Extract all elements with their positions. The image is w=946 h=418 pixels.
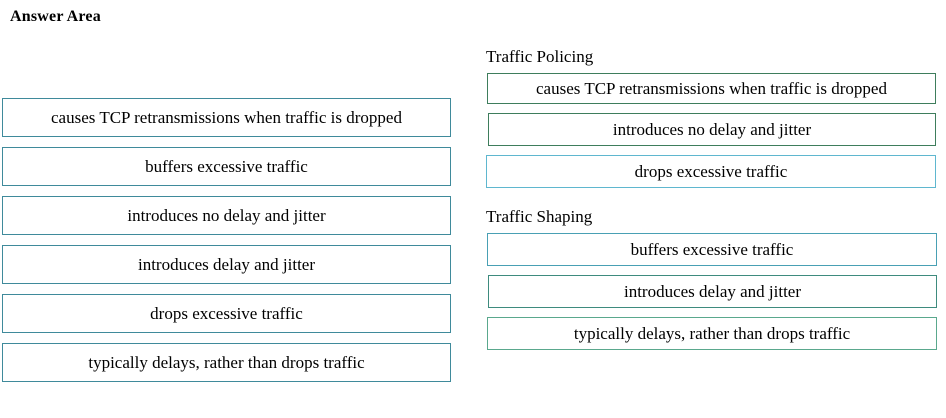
dropped-item-label: introduces delay and jitter <box>623 281 802 301</box>
dropped-item[interactable]: drops excessive traffic <box>486 155 936 188</box>
dropped-item-label: typically delays, rather than drops traf… <box>573 323 851 343</box>
drop-list-traffic-shaping: buffers excessive traffic introduces del… <box>486 233 938 350</box>
category-title-traffic-shaping: Traffic Shaping <box>486 207 593 226</box>
dropped-item[interactable]: typically delays, rather than drops traf… <box>487 317 937 350</box>
dropped-item[interactable]: buffers excessive traffic <box>487 233 937 266</box>
answer-choice-item[interactable]: introduces no delay and jitter <box>2 196 451 235</box>
answer-choices-panel: causes TCP retransmissions when traffic … <box>2 98 451 392</box>
dropped-item-label: introduces no delay and jitter <box>612 119 812 139</box>
category-title-traffic-policing: Traffic Policing <box>486 47 594 66</box>
answer-choice-label: typically delays, rather than drops traf… <box>88 352 365 372</box>
page-title: Answer Area <box>10 8 101 25</box>
answer-choice-label: buffers excessive traffic <box>145 156 308 176</box>
answer-choice-label: drops excessive traffic <box>150 303 303 323</box>
answer-choice-label: introduces delay and jitter <box>137 254 316 274</box>
dropped-item-label: drops excessive traffic <box>634 161 788 181</box>
answer-choice-item[interactable]: buffers excessive traffic <box>2 147 451 186</box>
dropped-item[interactable]: introduces delay and jitter <box>488 275 937 308</box>
answer-choice-item[interactable]: drops excessive traffic <box>2 294 451 333</box>
dropped-item[interactable]: introduces no delay and jitter <box>488 113 936 146</box>
answer-choice-item[interactable]: introduces delay and jitter <box>2 245 451 284</box>
answer-choice-item[interactable]: causes TCP retransmissions when traffic … <box>2 98 451 137</box>
answer-choice-label: causes TCP retransmissions when traffic … <box>51 107 402 127</box>
dropped-item[interactable]: causes TCP retransmissions when traffic … <box>487 73 936 104</box>
answer-choice-item[interactable]: typically delays, rather than drops traf… <box>2 343 451 382</box>
dropped-item-label: causes TCP retransmissions when traffic … <box>536 78 887 98</box>
drop-targets-panel: Traffic Policing causes TCP retransmissi… <box>486 46 938 359</box>
drop-list-traffic-policing: causes TCP retransmissions when traffic … <box>486 73 938 188</box>
dropped-item-label: buffers excessive traffic <box>630 239 794 259</box>
answer-choice-label: introduces no delay and jitter <box>127 205 326 225</box>
